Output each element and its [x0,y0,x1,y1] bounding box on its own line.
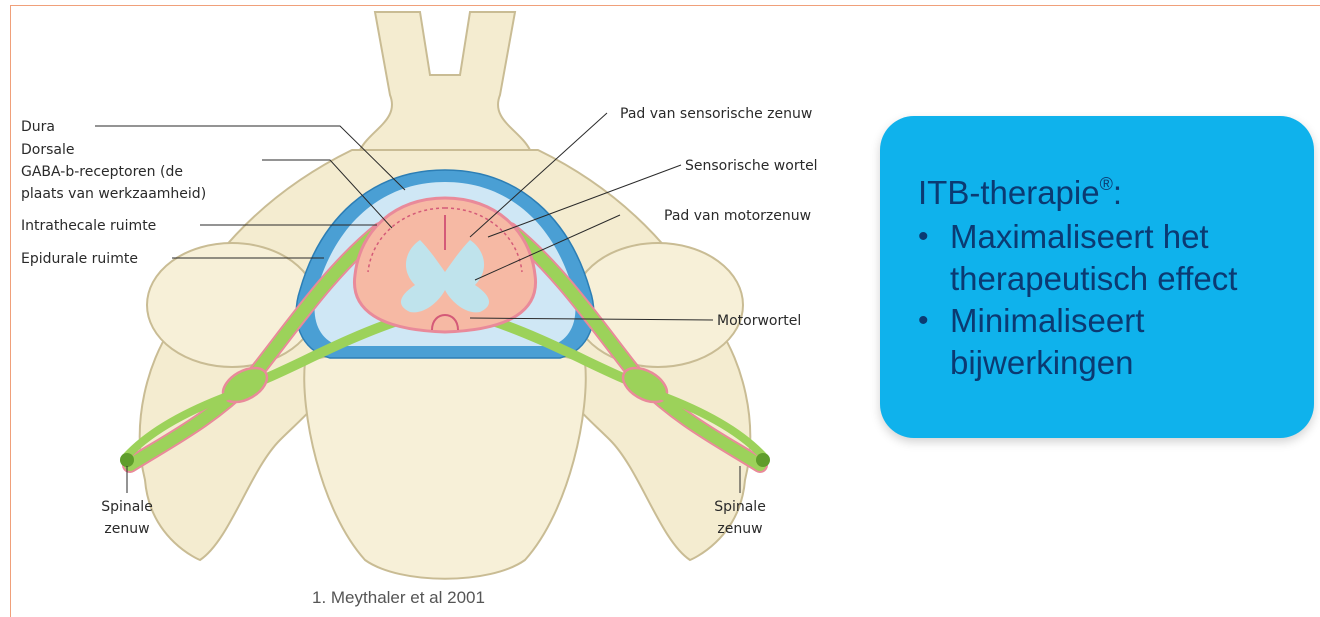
label-dorsal-3: plaats van werkzaamheid) [21,186,206,202]
label-spinal-nerve-right-1: Spinale [714,499,766,515]
label-intrathecal: Intrathecale ruimte [21,218,156,234]
label-dorsal-1: Dorsale [21,142,74,158]
spinal-cord-diagram: Dura Dorsale GABA-b-receptoren (de plaat… [0,0,860,617]
label-spinal-nerve-left-1: Spinale [101,499,153,515]
label-dura: Dura [21,119,55,135]
label-spinal-nerve-right-2: zenuw [717,521,762,537]
callout-bullet: • Maximaliseert het therapeutisch effect [918,216,1300,300]
label-motor-path: Pad van motorzenuw [664,208,811,224]
bullet-text: Maximaliseert het therapeutisch effect [950,218,1237,297]
bullet-icon: • [918,300,929,342]
callout-title-text: ITB-therapie [918,174,1100,211]
callout-title: ITB-therapie®: [918,172,1314,214]
registered-mark: ® [1100,174,1113,194]
label-sensory-path: Pad van sensorische zenuw [620,106,812,122]
label-epidural: Epidurale ruimte [21,251,138,267]
itb-therapy-callout: ITB-therapie®: • Maximaliseert het thera… [880,116,1314,438]
bullet-text: Minimaliseert bijwerkingen [950,302,1144,381]
callout-title-suffix: : [1113,174,1122,211]
callout-bullet: • Minimaliseert bijwerkingen [918,300,1300,384]
bullet-icon: • [918,216,929,258]
label-motor-root: Motorwortel [717,313,801,329]
label-dorsal-2: GABA-b-receptoren (de [21,164,183,180]
label-spinal-nerve-left-2: zenuw [104,521,149,537]
label-sensory-root: Sensorische wortel [685,158,818,174]
citation: 1. Meythaler et al 2001 [312,588,485,608]
